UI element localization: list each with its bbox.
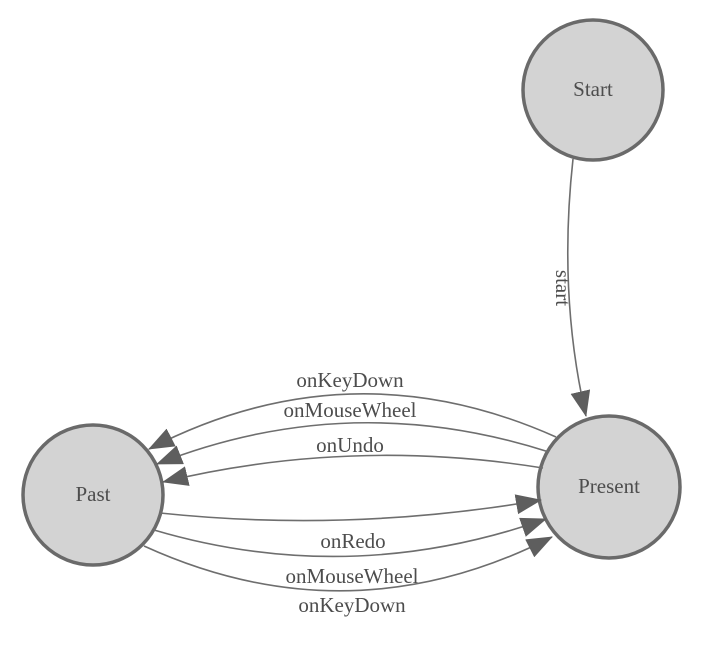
- edge-past-to-present-onkeydown: onKeyDown: [143, 536, 553, 617]
- edge-label-onmousewheel-top: onMouseWheel: [284, 398, 417, 422]
- edge-label-onundo: onUndo: [316, 433, 384, 457]
- edge-present-to-past-onundo: onUndo: [162, 433, 544, 486]
- state-node-past: Past: [21, 423, 165, 567]
- edge-path-onundo[interactable]: [162, 454, 544, 486]
- state-circle-past[interactable]: [21, 423, 165, 567]
- edge-path-onmousewheel-bottom[interactable]: [153, 517, 547, 558]
- edge-label-onmousewheel-bottom: onMouseWheel: [286, 564, 419, 588]
- state-label-present: Present: [578, 474, 640, 498]
- edge-present-to-past-onmousewheel: onMouseWheel: [156, 398, 550, 465]
- edge-path-onkeydown-top[interactable]: [148, 393, 557, 450]
- state-label-past: Past: [75, 482, 110, 506]
- edge-label-onkeydown-top: onKeyDown: [296, 368, 404, 392]
- state-node-present: Present: [536, 414, 682, 560]
- edge-start-to-present: start: [551, 158, 591, 417]
- state-circle-present[interactable]: [536, 414, 682, 560]
- edge-label-start: start: [551, 270, 575, 306]
- edge-path-onkeydown-bottom[interactable]: [143, 536, 553, 592]
- edge-label-onredo: onRedo: [320, 529, 385, 553]
- edge-path-start[interactable]: [566, 158, 591, 417]
- edge-past-to-present-onmousewheel: onMouseWheel: [153, 517, 547, 588]
- state-node-start: Start: [521, 18, 665, 162]
- edge-present-to-past-onkeydown: onKeyDown: [148, 368, 557, 450]
- state-label-start: Start: [573, 77, 613, 101]
- edge-label-onkeydown-bottom: onKeyDown: [298, 593, 406, 617]
- edge-path-onmousewheel-top[interactable]: [156, 421, 550, 465]
- state-circle-start[interactable]: [521, 18, 665, 162]
- edge-path-onredo[interactable]: [159, 494, 542, 522]
- edge-past-to-present-onredo: onRedo: [159, 494, 542, 553]
